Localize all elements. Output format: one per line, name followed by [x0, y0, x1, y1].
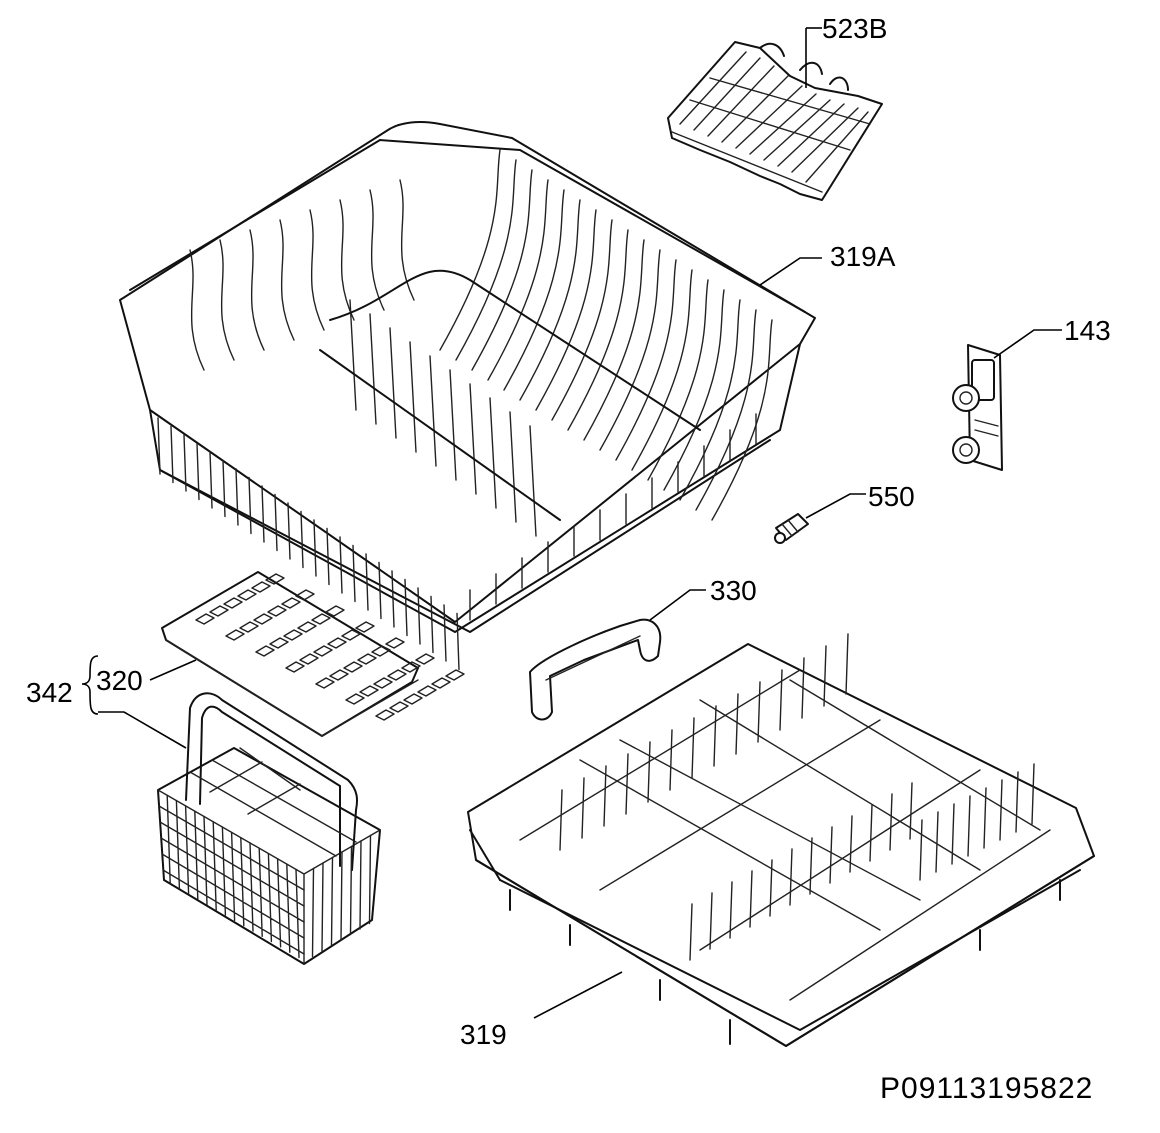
leader-342: [98, 711, 187, 749]
leader-330: [649, 589, 706, 621]
leader-143: [993, 329, 1062, 359]
cup-rack-tray-523b: [667, 41, 883, 201]
label-342: 342: [26, 677, 73, 708]
label-319: 319: [460, 1019, 507, 1050]
label-550: 550: [868, 481, 915, 512]
lower-basket-319: [467, 633, 1095, 1047]
leader-320: [149, 659, 197, 681]
handle-330: [529, 618, 662, 721]
leader-319a: [759, 257, 822, 286]
document-code: P09113195822: [880, 1072, 1093, 1105]
upper-basket-319a: [119, 121, 816, 671]
cutlery-lid-320: [161, 571, 465, 737]
label-330: 330: [710, 575, 757, 606]
leader-319: [533, 971, 623, 1019]
label-320: 320: [96, 665, 143, 696]
leader-550: [805, 493, 866, 519]
brace-342: [81, 655, 99, 715]
cutlery-basket: [157, 692, 381, 965]
label-143: 143: [1064, 315, 1111, 346]
pin-550: [774, 513, 809, 544]
label-523b: 523B: [822, 13, 887, 44]
label-319a: 319A: [830, 241, 896, 272]
rail-wheel-assembly-143: [952, 344, 1003, 471]
